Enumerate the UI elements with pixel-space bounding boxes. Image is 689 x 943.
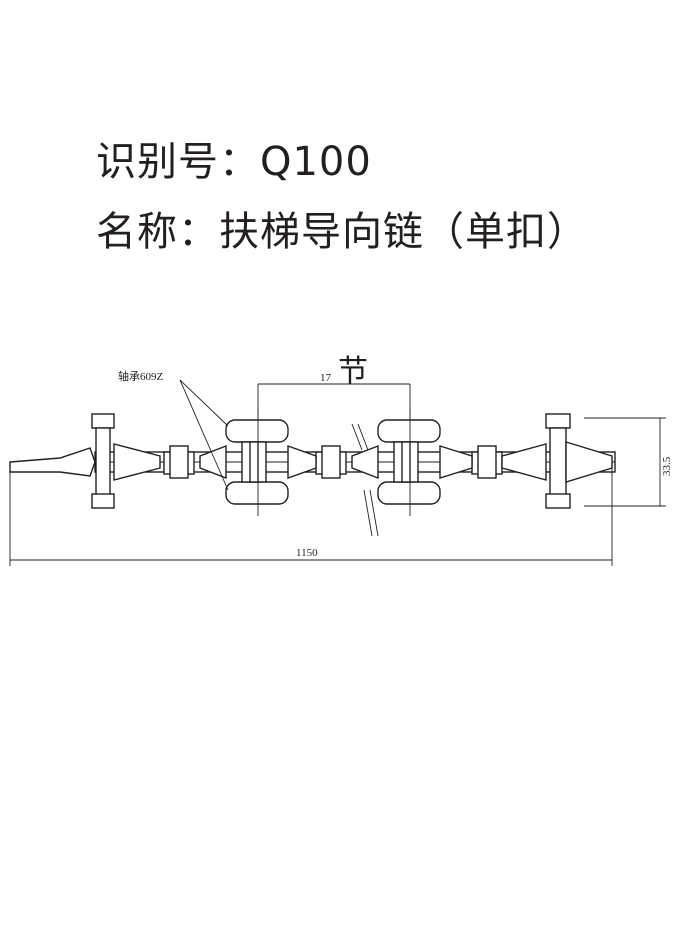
pitch-dimension: 17 节 [257,354,411,420]
bearing-roller-2 [351,408,473,516]
left-end-roller [91,413,161,509]
length-dim-value: 1150 [296,547,318,559]
bearing-roller-1 [199,408,317,516]
part-name-heading: 名称：扶梯导向链（单扣） [96,209,588,255]
height-dimension: 33.5 [584,417,673,507]
link-blocks [163,445,503,479]
bearing-callout: 轴承609Z [118,369,229,491]
break-marks [351,423,379,537]
length-dimension: 1150 [9,468,613,566]
height-dim-value: 33.5 [661,456,673,476]
chain-technical-drawing: 17 节 轴承609Z 33.5 1150 [9,354,673,566]
part-id-heading: 识别号：Q100 [96,139,372,185]
bearing-label: 轴承609Z [118,369,163,383]
pitch-value: 17 [320,372,332,384]
right-end-roller [501,413,613,509]
pitch-label: 节 [338,354,368,389]
